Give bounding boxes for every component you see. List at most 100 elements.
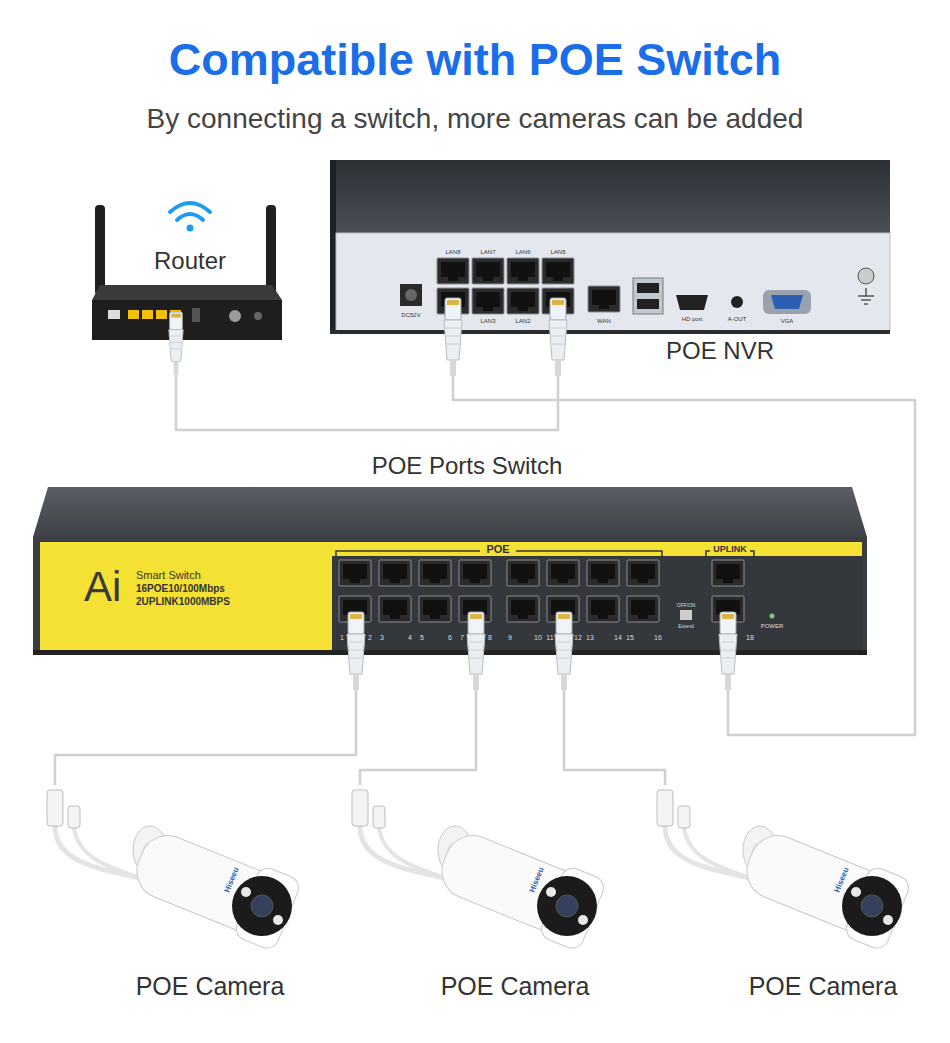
- router-port: [128, 310, 139, 319]
- poe-port: [587, 560, 619, 586]
- switch-yellow-band: [332, 542, 862, 556]
- port-number: 13: [586, 634, 594, 641]
- brand-mark: Hiseeu: [528, 866, 545, 893]
- port-number: 15: [626, 634, 634, 641]
- network-cable: [360, 655, 476, 785]
- port-number: 9: [508, 634, 512, 641]
- printed-label: LAN3: [480, 318, 495, 324]
- poe-port: [507, 596, 539, 622]
- port-number: 18: [746, 634, 754, 641]
- router-antenna: [266, 205, 276, 295]
- printed-label: HD port: [682, 316, 703, 322]
- router-port: [142, 310, 153, 319]
- switch-bottom: [33, 650, 867, 655]
- vga-port: [771, 295, 803, 309]
- poe-port: [547, 560, 579, 586]
- router-device: Router: [92, 200, 280, 342]
- rj45-plug: [467, 612, 485, 690]
- port-number: 8: [488, 634, 492, 641]
- uplink-port: [712, 560, 744, 586]
- printed-label: 16POE10/100Mbps: [136, 584, 225, 594]
- nvr-back-panel: [336, 233, 890, 331]
- port-number: 1: [340, 634, 344, 641]
- rj45-plug: [555, 612, 573, 690]
- poe-camera-device: POE Camera: [650, 785, 910, 965]
- printed-label: 2UPLINK1000MBPS: [136, 597, 230, 607]
- printed-label: UPLINK: [713, 545, 747, 554]
- wifi-arc: [177, 214, 203, 220]
- wifi-dot: [187, 225, 194, 232]
- printed-label: A-OUT: [728, 316, 747, 322]
- switch-yellow-panel: [40, 542, 332, 650]
- port-number: 6: [448, 634, 452, 641]
- poe-camera-device: POE Camera: [40, 785, 300, 965]
- dc-jack: [400, 284, 422, 306]
- poe-port: [627, 560, 659, 586]
- dc-jack-hole: [405, 289, 417, 301]
- lan-port: [437, 258, 469, 284]
- router-front: [92, 300, 282, 340]
- printed-label: LAN6: [515, 249, 530, 255]
- device-label: POE Ports Switch: [372, 453, 563, 479]
- port-number: 12: [574, 634, 582, 641]
- brand-mark: Hiseeu: [833, 866, 850, 893]
- device-label: POE Camera: [136, 973, 285, 1001]
- usb-slot: [637, 299, 659, 309]
- port-number: 4: [408, 634, 412, 641]
- port-number: 5: [420, 634, 424, 641]
- device-label: POE Camera: [441, 973, 590, 1001]
- router-port: [108, 310, 120, 319]
- wan-port: [588, 286, 620, 312]
- printed-label: DC52V: [401, 312, 420, 318]
- port-number: 11: [546, 634, 553, 641]
- port-number: 14: [614, 634, 622, 641]
- switch-front: [33, 537, 867, 655]
- router-jack: [254, 312, 262, 320]
- rj45-plug: [444, 298, 462, 376]
- ground-screw: [858, 268, 874, 284]
- hdmi-port: [676, 295, 708, 310]
- poe-camera-drawing: [352, 790, 607, 952]
- poe-camera-drawing: [47, 790, 302, 952]
- poe-port: [627, 596, 659, 622]
- poe-camera-device: POE Camera: [345, 785, 605, 965]
- port-number: 2: [368, 634, 372, 641]
- port-number: 10: [534, 634, 542, 641]
- printed-label: OFF/ON: [677, 603, 696, 608]
- usb-ports: [633, 278, 663, 314]
- poe-port: [587, 596, 619, 622]
- nvr-side: [330, 160, 336, 334]
- poe-port: [379, 560, 411, 586]
- nvr-bottom: [330, 330, 890, 334]
- diagram-caption: By connecting a switch, more cameras can…: [0, 105, 950, 133]
- printed-label: LAN7: [480, 249, 495, 255]
- printed-label: WAN: [597, 318, 611, 324]
- device-label: Router: [154, 248, 226, 274]
- device-label: POE Camera: [749, 973, 898, 1001]
- router-top: [92, 285, 282, 300]
- printed-label: LAN2: [515, 318, 530, 324]
- router-button: [192, 308, 200, 322]
- printed-label: Extend: [678, 624, 694, 629]
- switch-top: [33, 487, 867, 537]
- usb-slot: [637, 283, 659, 293]
- lan-port: [472, 258, 504, 284]
- ground-symbol: [858, 288, 874, 304]
- poe-port: [419, 560, 451, 586]
- brand-mark: Hiseeu: [223, 866, 240, 893]
- router-port: [156, 310, 167, 319]
- nvr-device: POE NVR: [330, 160, 890, 334]
- poe-port: [379, 596, 411, 622]
- router-coax: [229, 310, 241, 322]
- nvr-top: [330, 160, 890, 234]
- vga-frame: [763, 290, 811, 314]
- port-number: 16: [654, 634, 662, 641]
- wifi-arc: [170, 203, 210, 212]
- poe-camera-drawing: [657, 790, 912, 952]
